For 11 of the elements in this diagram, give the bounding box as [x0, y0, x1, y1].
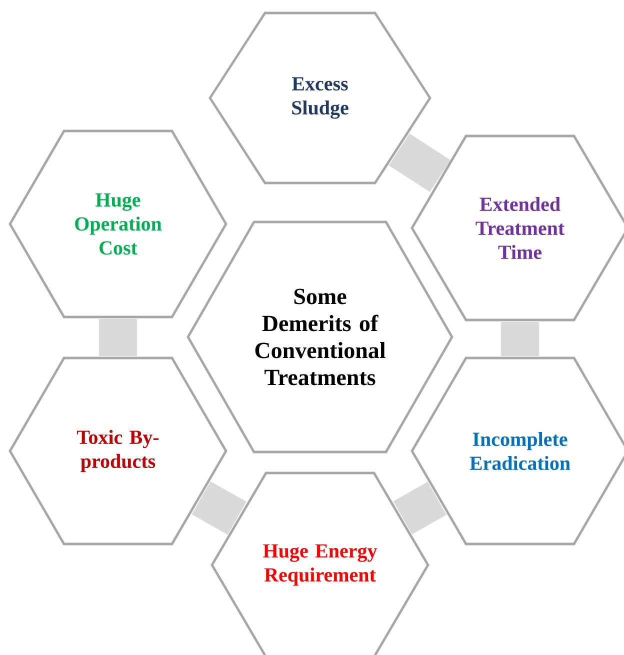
hexagon: Extended Treatment Time — [410, 134, 624, 322]
hexagon: Excess Sludge — [208, 12, 432, 184]
connector-band — [501, 322, 539, 356]
connector-band — [393, 482, 447, 534]
connector-band — [99, 319, 137, 356]
hexagon: Toxic By-products — [8, 356, 228, 546]
hexagon: Huge Energy Requirement — [210, 472, 430, 655]
hexagon: Incomplete Eradication — [410, 356, 624, 546]
hexagon: Some Demerits of Conventional Treatments — [186, 220, 454, 454]
connector-band — [192, 481, 246, 535]
hexagon: Huge Operation Cost — [8, 130, 228, 318]
